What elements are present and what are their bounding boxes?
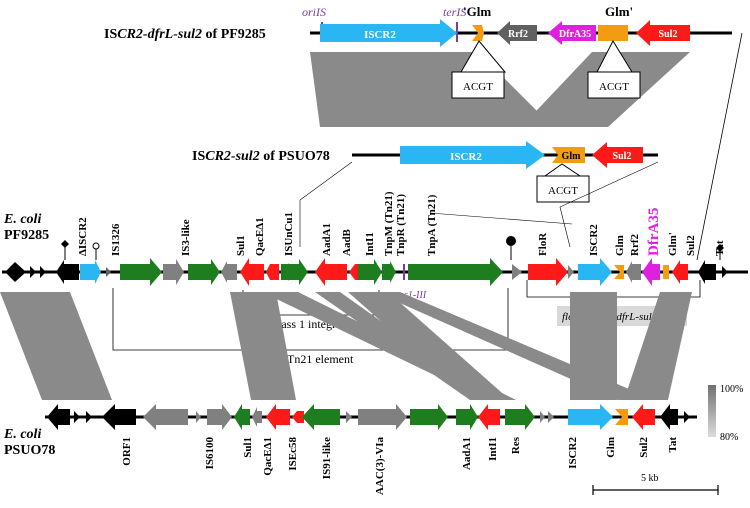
connector-left xyxy=(299,161,353,247)
psuo78-genes xyxy=(47,404,690,430)
psuo78-label-7: AadA1 xyxy=(461,437,473,470)
pf9285-label-18: Sul2 xyxy=(685,235,697,256)
pf9285-label-9: TnpM (Tn21) xyxy=(383,191,395,256)
psuo78-label-6: AAC(3)-VIa xyxy=(374,437,386,496)
pf9285-label-14: Glm xyxy=(614,235,626,256)
acgt-box-mid xyxy=(536,175,590,203)
acgt-text-top-right: ACGT xyxy=(599,81,629,93)
pf9285-diamond-left xyxy=(61,240,69,248)
connector-right xyxy=(559,161,659,248)
pf9285-label-0: ΔISCR2 xyxy=(77,217,89,256)
psuo78-label-1: IS6100 xyxy=(204,437,216,470)
mid-gene-glm: Glm xyxy=(552,147,585,163)
pf9285-label-11: TnpA (Tn21) xyxy=(426,194,438,256)
pf9285-genes xyxy=(5,258,728,286)
top-mid-homology-1 xyxy=(310,52,553,127)
pf9285-label-8: IntI1 xyxy=(364,232,376,256)
acgt-box-top-right xyxy=(587,71,641,99)
svg-text:DfrA35: DfrA35 xyxy=(559,29,591,40)
psuo78-label-4: ISEc58 xyxy=(287,437,299,471)
top-gene-glm-left xyxy=(472,25,484,41)
pf9285-label-16: DfrA35 xyxy=(646,208,662,256)
pf9285-label-2: IS3-like xyxy=(180,219,192,256)
top-gene-glm-right xyxy=(598,25,628,41)
glm-left-label: 'Glm xyxy=(463,4,491,19)
pf9285-res-label: res1-III xyxy=(396,290,427,301)
oriIS-label: oriIS xyxy=(302,5,326,19)
pf9285-circle-left xyxy=(92,242,100,250)
connector-mid xyxy=(429,212,573,225)
acgt-box-top-left xyxy=(451,71,505,99)
acgt-text-mid: ACGT xyxy=(548,185,578,197)
pf9285-label-15: Rrf2 xyxy=(629,234,641,256)
svg-text:ISCR2: ISCR2 xyxy=(450,151,482,163)
legend-low: 80% xyxy=(720,432,738,443)
pf9285-label-4: QacEΔ1 xyxy=(254,217,266,256)
svg-text:Glm: Glm xyxy=(562,151,582,162)
connector-top-right xyxy=(696,32,743,261)
psuo78-label-9: Res xyxy=(510,436,522,454)
tn21-label: Tn21 element xyxy=(287,352,354,366)
pf9285-labels: ΔISCR2 IS1326 IS3-like Sul1 QacEΔ1 ISUnCu1 Aad… xyxy=(77,191,726,256)
legend-high: 100% xyxy=(720,384,743,395)
top-gene-iscr2: ISCR2 xyxy=(320,19,457,47)
acgt-text-top-left: ACGT xyxy=(463,81,493,93)
top-gene-rrf2: Rrf2 xyxy=(497,21,537,45)
psuo78-label-10: ISCR2 xyxy=(567,437,579,469)
acgt-callout-mid xyxy=(543,163,582,177)
top-gene-dfra35: DfrA35 xyxy=(548,21,596,45)
psuo78-label-5: IS91-like xyxy=(321,437,333,479)
pf9285-strain: PF9285 xyxy=(4,228,49,243)
psuo78-label-12: Sul2 xyxy=(638,437,650,458)
top-gene-sul2: Sul2 xyxy=(636,20,690,46)
pf9285-diamond-right xyxy=(716,244,724,252)
svg-text:Sul2: Sul2 xyxy=(659,29,678,40)
pf9285-label-1: IS1326 xyxy=(110,223,122,256)
pf9285-label-17: Glm' xyxy=(667,232,679,256)
lower-homology-blocks xyxy=(0,292,692,400)
svg-text:Rrf2: Rrf2 xyxy=(508,29,528,40)
mid-gene-iscr2: ISCR2 xyxy=(400,141,545,169)
tn21-bracket xyxy=(112,288,509,351)
identity-legend-bar xyxy=(708,385,716,437)
pf9285-label-6: AadA1 xyxy=(321,223,333,256)
psuo78-label-13: Tat xyxy=(667,437,679,453)
pf9285-species: E. coli xyxy=(3,212,41,227)
svg-text:Sul2: Sul2 xyxy=(613,151,632,162)
pf9285-circle-right xyxy=(506,236,516,246)
pf9285-label-19: Tat xyxy=(714,240,726,256)
pf9285-label-3: Sul1 xyxy=(235,235,247,256)
psuo78-label-8: IntI1 xyxy=(487,437,499,461)
pf9285-label-12: FloR xyxy=(537,232,549,256)
pf9285-label-5: ISUnCu1 xyxy=(283,212,295,256)
top-title: ISCR2-dfrL-sul2 of PF9285 xyxy=(104,27,266,42)
pf9285-label-7: AadB xyxy=(341,228,353,256)
psuo78-label-3: QacEΔ1 xyxy=(262,437,274,476)
psuo78-label-0: ORF1 xyxy=(121,437,133,466)
psuo78-strain: PSUO78 xyxy=(4,443,55,458)
psuo78-label-11: Glm xyxy=(605,437,617,458)
scale-label: 5 kb xyxy=(641,473,659,484)
psuo78-species: E. coli xyxy=(3,427,41,442)
psuo78-labels: ORF1 IS6100 Sul1 QacEΔ1 ISEc58 IS91-like AAC(3… xyxy=(121,436,679,495)
mid-title: ISCR2-sul2 of PSUO78 xyxy=(192,149,330,164)
mid-gene-sul2: Sul2 xyxy=(592,142,643,168)
psuo78-label-2: Sul1 xyxy=(242,437,254,458)
terIS-label: terIS xyxy=(443,5,466,19)
glm-right-label: Glm' xyxy=(605,4,633,19)
pf9285-label-10: TnpR (Tn21) xyxy=(395,194,407,256)
pf9285-label-13: ISCR2 xyxy=(588,224,600,256)
svg-text:ISCR2: ISCR2 xyxy=(364,29,396,41)
